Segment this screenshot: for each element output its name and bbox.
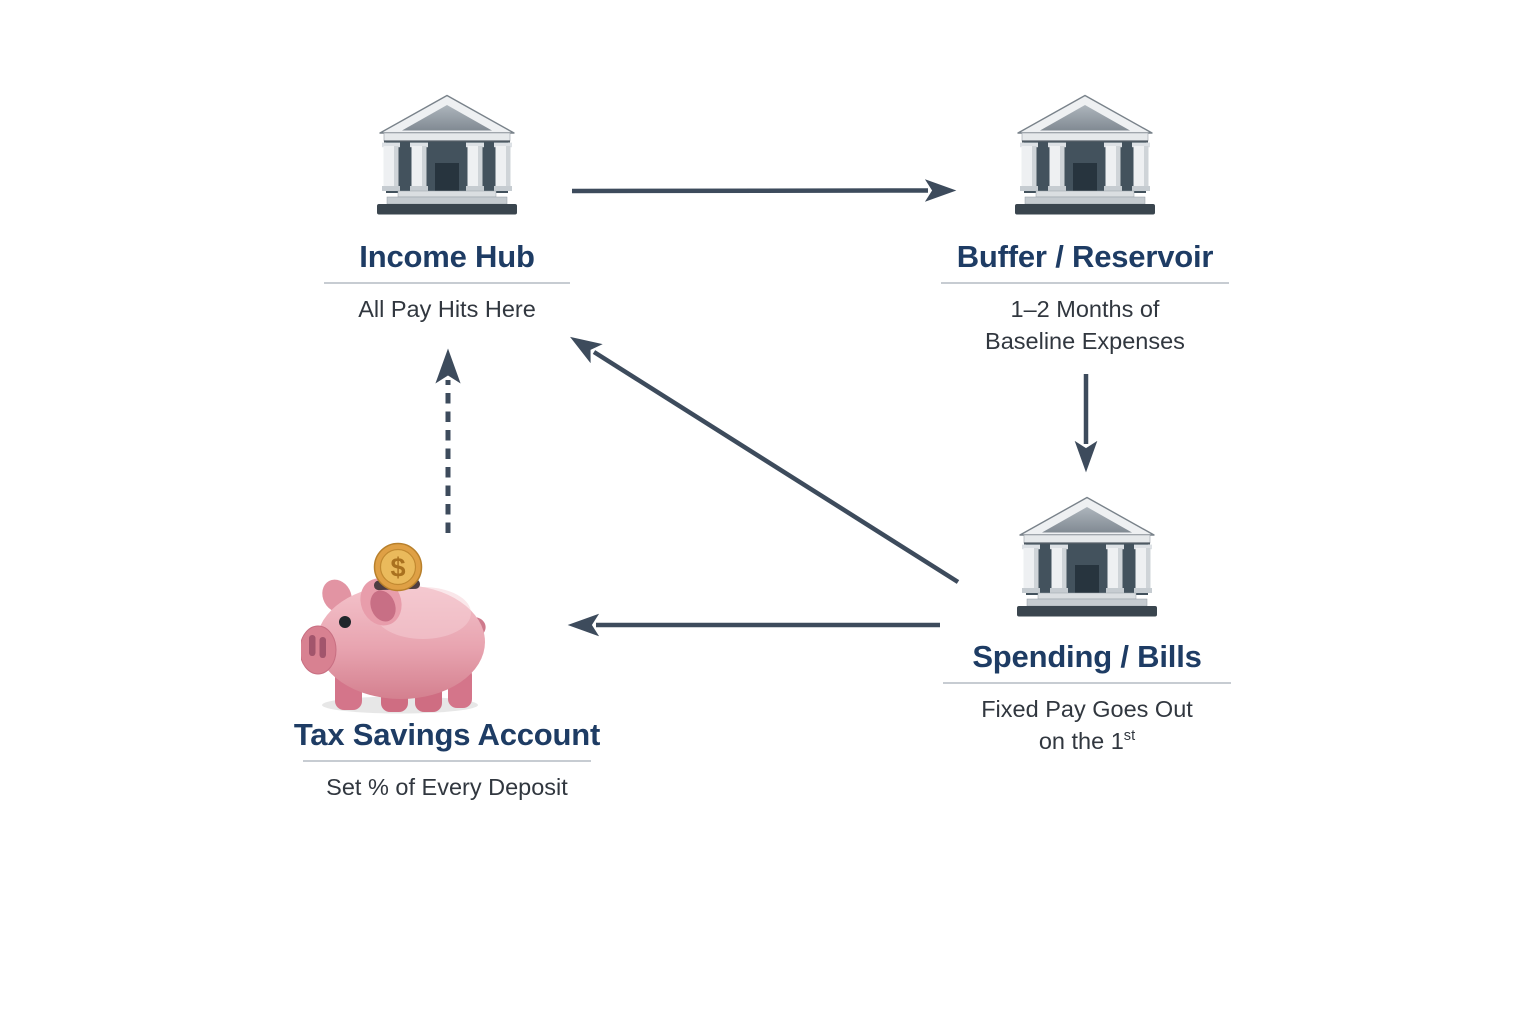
divider xyxy=(303,759,591,762)
arrow-spending-to-income xyxy=(570,336,960,584)
income-hub-subtitle: All Pay Hits Here xyxy=(358,295,536,322)
node-income-hub: Income Hub All Pay Hits Here xyxy=(287,93,607,325)
income-hub-title: Income Hub xyxy=(359,239,535,274)
subtitle-line-2: on the 1 xyxy=(1038,728,1124,755)
subtitle-line-2: Baseline Expenses xyxy=(985,328,1185,355)
buffer-reservoir-subtitle: 1–2 Months of Baseline Expenses xyxy=(925,293,1245,358)
spending-bills-title: Spending / Bills xyxy=(972,639,1202,674)
divider xyxy=(941,281,1229,284)
spending-bills-subtitle: Fixed Pay Goes Out on the 1st xyxy=(927,693,1247,758)
divider xyxy=(324,281,570,284)
tax-savings-title: Tax Savings Account xyxy=(293,717,601,752)
bank-icon xyxy=(372,93,522,217)
bank-icon xyxy=(1010,93,1160,217)
buffer-reservoir-title: Buffer / Reservoir xyxy=(956,239,1214,274)
node-spending-bills: Spending / Bills Fixed Pay Goes Out on th… xyxy=(927,495,1247,757)
subtitle-line-1: 1–2 Months of xyxy=(1010,295,1160,322)
tax-savings-subtitle: Set % of Every Deposit xyxy=(326,773,568,800)
arrow-income-to-buffer xyxy=(571,179,957,202)
node-buffer-reservoir: Buffer / Reservoir 1–2 Months of Baseline… xyxy=(925,93,1245,357)
subtitle-line-1: Fixed Pay Goes Out xyxy=(981,695,1193,722)
divider xyxy=(943,681,1231,684)
bank-icon xyxy=(1012,495,1162,619)
ordinal-suffix: st xyxy=(1123,728,1136,745)
piggy-bank-icon xyxy=(301,538,493,714)
node-tax-savings: Tax Savings Account Set % of Every Depos… xyxy=(277,538,617,803)
